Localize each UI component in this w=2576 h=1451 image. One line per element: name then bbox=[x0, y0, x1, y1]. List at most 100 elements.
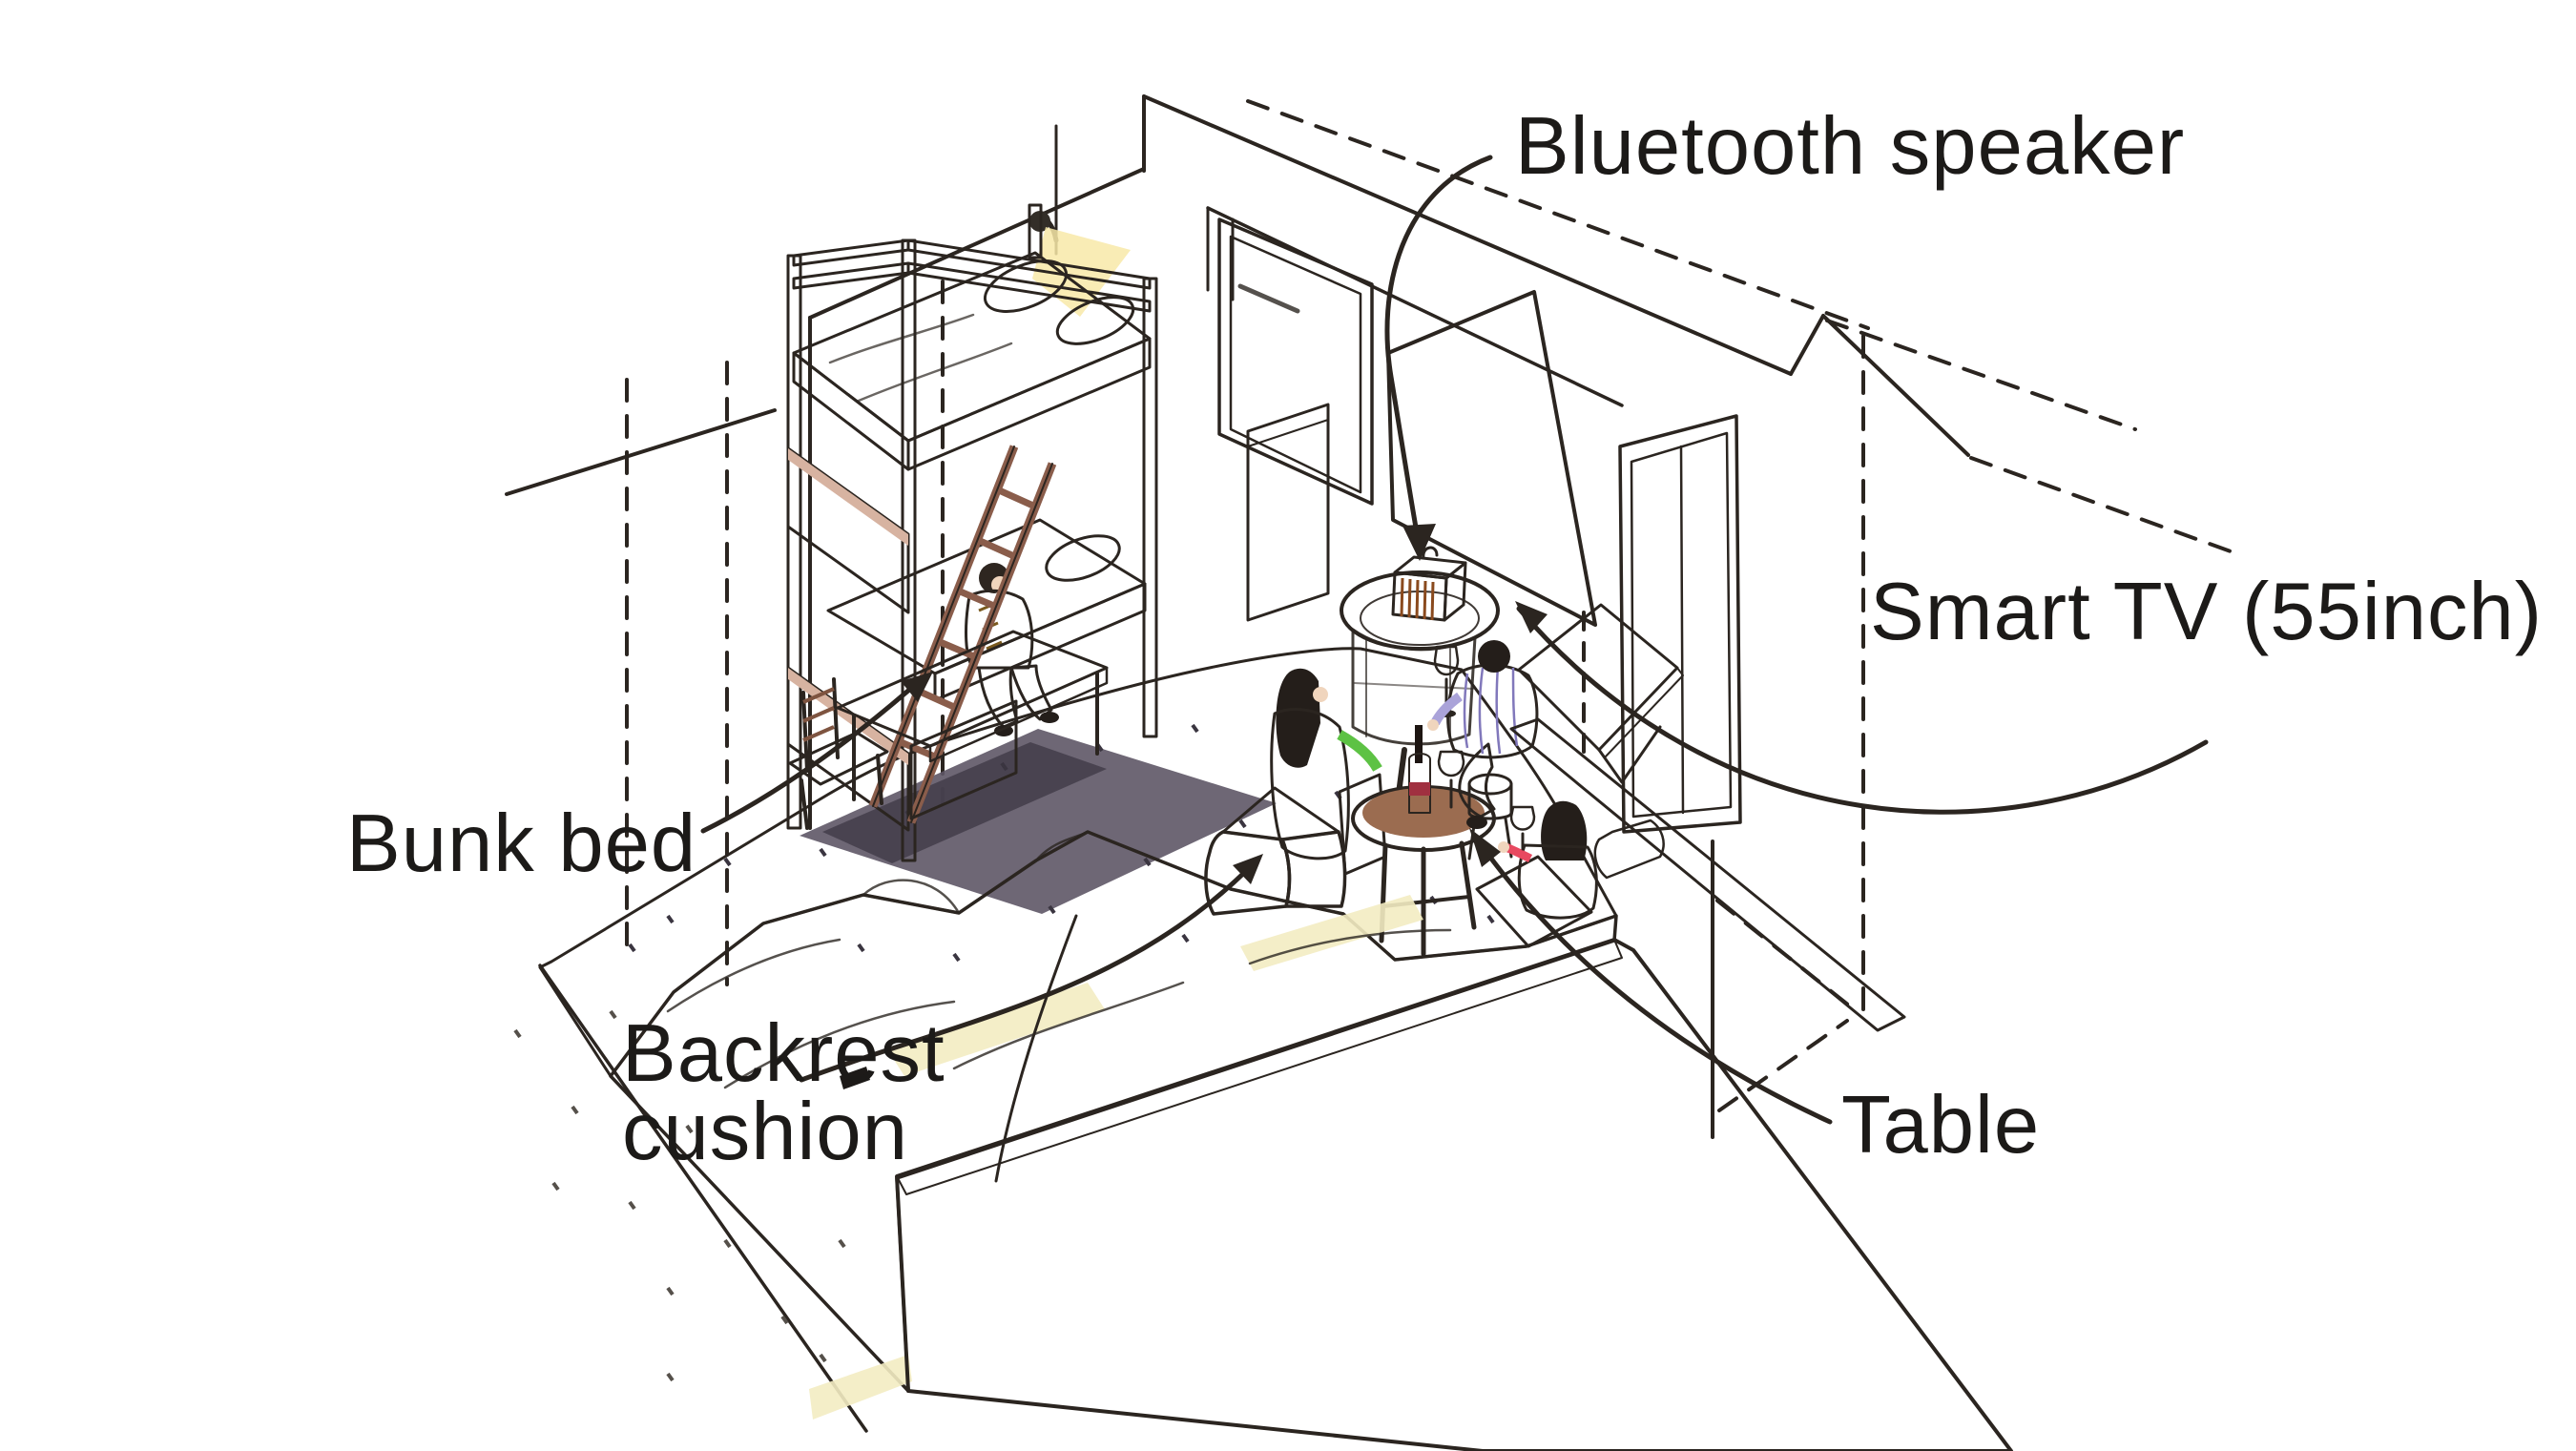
bunk-panel-lower-edge bbox=[788, 668, 908, 765]
leader-backrest-cushion bbox=[799, 854, 1263, 1083]
left-wall-floor-edge bbox=[538, 964, 868, 1433]
speaker-side bbox=[1443, 561, 1467, 622]
label-bluetooth-speaker: Bluetooth speaker bbox=[1515, 101, 2185, 192]
backrest-cushion bbox=[1204, 786, 1347, 916]
hidden-floor-edge-right-2 bbox=[1717, 1019, 1849, 1112]
lamp-glow bbox=[1032, 227, 1131, 317]
window-left-glass bbox=[1229, 235, 1362, 494]
wine-bottle-label bbox=[1409, 782, 1430, 796]
chair bbox=[788, 677, 889, 830]
bench bbox=[1475, 717, 1906, 1032]
person-bunk-leg-1 bbox=[977, 666, 1019, 729]
room-outline bbox=[505, 94, 1970, 1433]
bluetooth-speaker bbox=[1391, 546, 1467, 622]
tv-glare bbox=[1409, 403, 1522, 449]
person-stool-pants bbox=[1458, 742, 1496, 819]
wine-glass-table bbox=[1437, 750, 1465, 809]
leader-smart-tv bbox=[1515, 601, 2209, 815]
person-stool-hand bbox=[1427, 719, 1439, 731]
wine-bottle bbox=[1408, 725, 1431, 814]
label-table: Table bbox=[1841, 1080, 2040, 1171]
person-bunk-shoe-2 bbox=[1040, 712, 1059, 723]
beds-seam bbox=[994, 914, 1078, 1183]
desk-edge bbox=[928, 666, 1109, 763]
bed-footboard bbox=[895, 938, 2013, 1451]
bunk-upper-pillow-2 bbox=[1055, 296, 1135, 345]
bunk-shadow-dark bbox=[822, 742, 1107, 863]
ladder-rungs bbox=[897, 486, 1037, 761]
cushion-side bbox=[1280, 830, 1347, 908]
left-wall-top-edge bbox=[505, 408, 777, 496]
window-left-glare bbox=[1237, 283, 1300, 314]
beds-fold-lines bbox=[666, 830, 1452, 1089]
chair-leg-2 bbox=[876, 754, 883, 805]
chair-seat bbox=[788, 731, 889, 786]
bunk-guard-rails bbox=[792, 238, 1152, 313]
smart-tv bbox=[1386, 290, 1597, 627]
person-green-hair bbox=[1276, 668, 1320, 768]
ceiling-edge-left bbox=[808, 167, 1146, 320]
window-left-frame bbox=[1217, 218, 1374, 506]
counter-top-inner bbox=[1360, 591, 1480, 646]
bunk-post-back-right bbox=[1028, 203, 1043, 259]
bunk-panel-upper-edge bbox=[788, 448, 908, 546]
bunk-shadow bbox=[800, 729, 1277, 914]
labels: Bluetooth speaker Smart TV (55inch) Bunk… bbox=[346, 101, 2543, 1177]
bench-back-plank bbox=[1509, 717, 1906, 1032]
bunk-bed bbox=[786, 203, 1330, 862]
person-stool-hair bbox=[1478, 640, 1510, 673]
tv-screen bbox=[1386, 290, 1597, 627]
speaker-grill bbox=[1400, 577, 1435, 621]
bench-brown-cushion bbox=[1593, 819, 1665, 880]
chair-slats bbox=[802, 687, 835, 742]
hidden-ceiling-corner-upper bbox=[1825, 319, 2137, 431]
flap-table bbox=[1517, 603, 1684, 784]
person-red bbox=[1498, 800, 1598, 920]
cabinet-top bbox=[1247, 404, 1329, 447]
arrowhead-bunk-bed bbox=[901, 672, 933, 702]
person-green-torso bbox=[1270, 708, 1350, 860]
counter-bar bbox=[1340, 546, 1500, 830]
person-red-torso bbox=[1517, 843, 1598, 920]
leader-bluetooth-speaker bbox=[1384, 155, 1493, 561]
ladder bbox=[868, 445, 1057, 824]
flap-table-bracket bbox=[1597, 725, 1662, 784]
wall-cut-zigzag-1 bbox=[1789, 314, 1825, 376]
leader-lines bbox=[700, 155, 2209, 1125]
header-bottom-edge bbox=[1206, 206, 1624, 407]
desk bbox=[836, 630, 1109, 820]
arrowhead-table bbox=[1469, 828, 1501, 867]
bunk-rail-front-low bbox=[906, 261, 1152, 313]
bunk-upper-band-front bbox=[906, 337, 1152, 471]
person-green-face bbox=[1313, 687, 1328, 702]
wall-cut-zigzag-2 bbox=[1821, 314, 1970, 457]
window-right-glass bbox=[1630, 431, 1733, 819]
arrowhead-smart-tv bbox=[1515, 601, 1548, 633]
leader-table bbox=[1469, 828, 1833, 1125]
phone-on-bed bbox=[840, 1067, 870, 1089]
floor-speckles bbox=[513, 1009, 846, 1382]
wine-glass-held bbox=[1509, 805, 1536, 851]
leader-bunk-bed bbox=[700, 672, 933, 834]
person-red-hand bbox=[1498, 841, 1509, 853]
person-green-arm bbox=[1337, 730, 1382, 772]
bench-orange-pad bbox=[1475, 855, 1593, 948]
speaker-handle bbox=[1422, 546, 1439, 560]
bunk-lower-pillow bbox=[1045, 534, 1121, 582]
hidden-ceiling-edge bbox=[1246, 99, 1870, 330]
header-top-edge bbox=[1142, 94, 1793, 376]
hidden-ceiling-corner-lower bbox=[1969, 456, 2246, 558]
person-stool-shoe bbox=[1466, 816, 1487, 829]
label-backrest-cushion: Backrest cushion bbox=[622, 1008, 968, 1177]
chair-leg-1 bbox=[800, 778, 809, 830]
desk-drawer bbox=[909, 699, 1018, 820]
arrowhead-bluetooth bbox=[1402, 524, 1436, 561]
arrowhead-backrest bbox=[1233, 854, 1263, 884]
hoodie-stripes bbox=[1463, 665, 1519, 755]
counter-glass bbox=[1351, 628, 1477, 746]
footboard-top-edge bbox=[896, 939, 1623, 1195]
window-right-mullion bbox=[1679, 445, 1685, 815]
label-smart-tv: Smart TV (55inch) bbox=[1870, 567, 2543, 657]
